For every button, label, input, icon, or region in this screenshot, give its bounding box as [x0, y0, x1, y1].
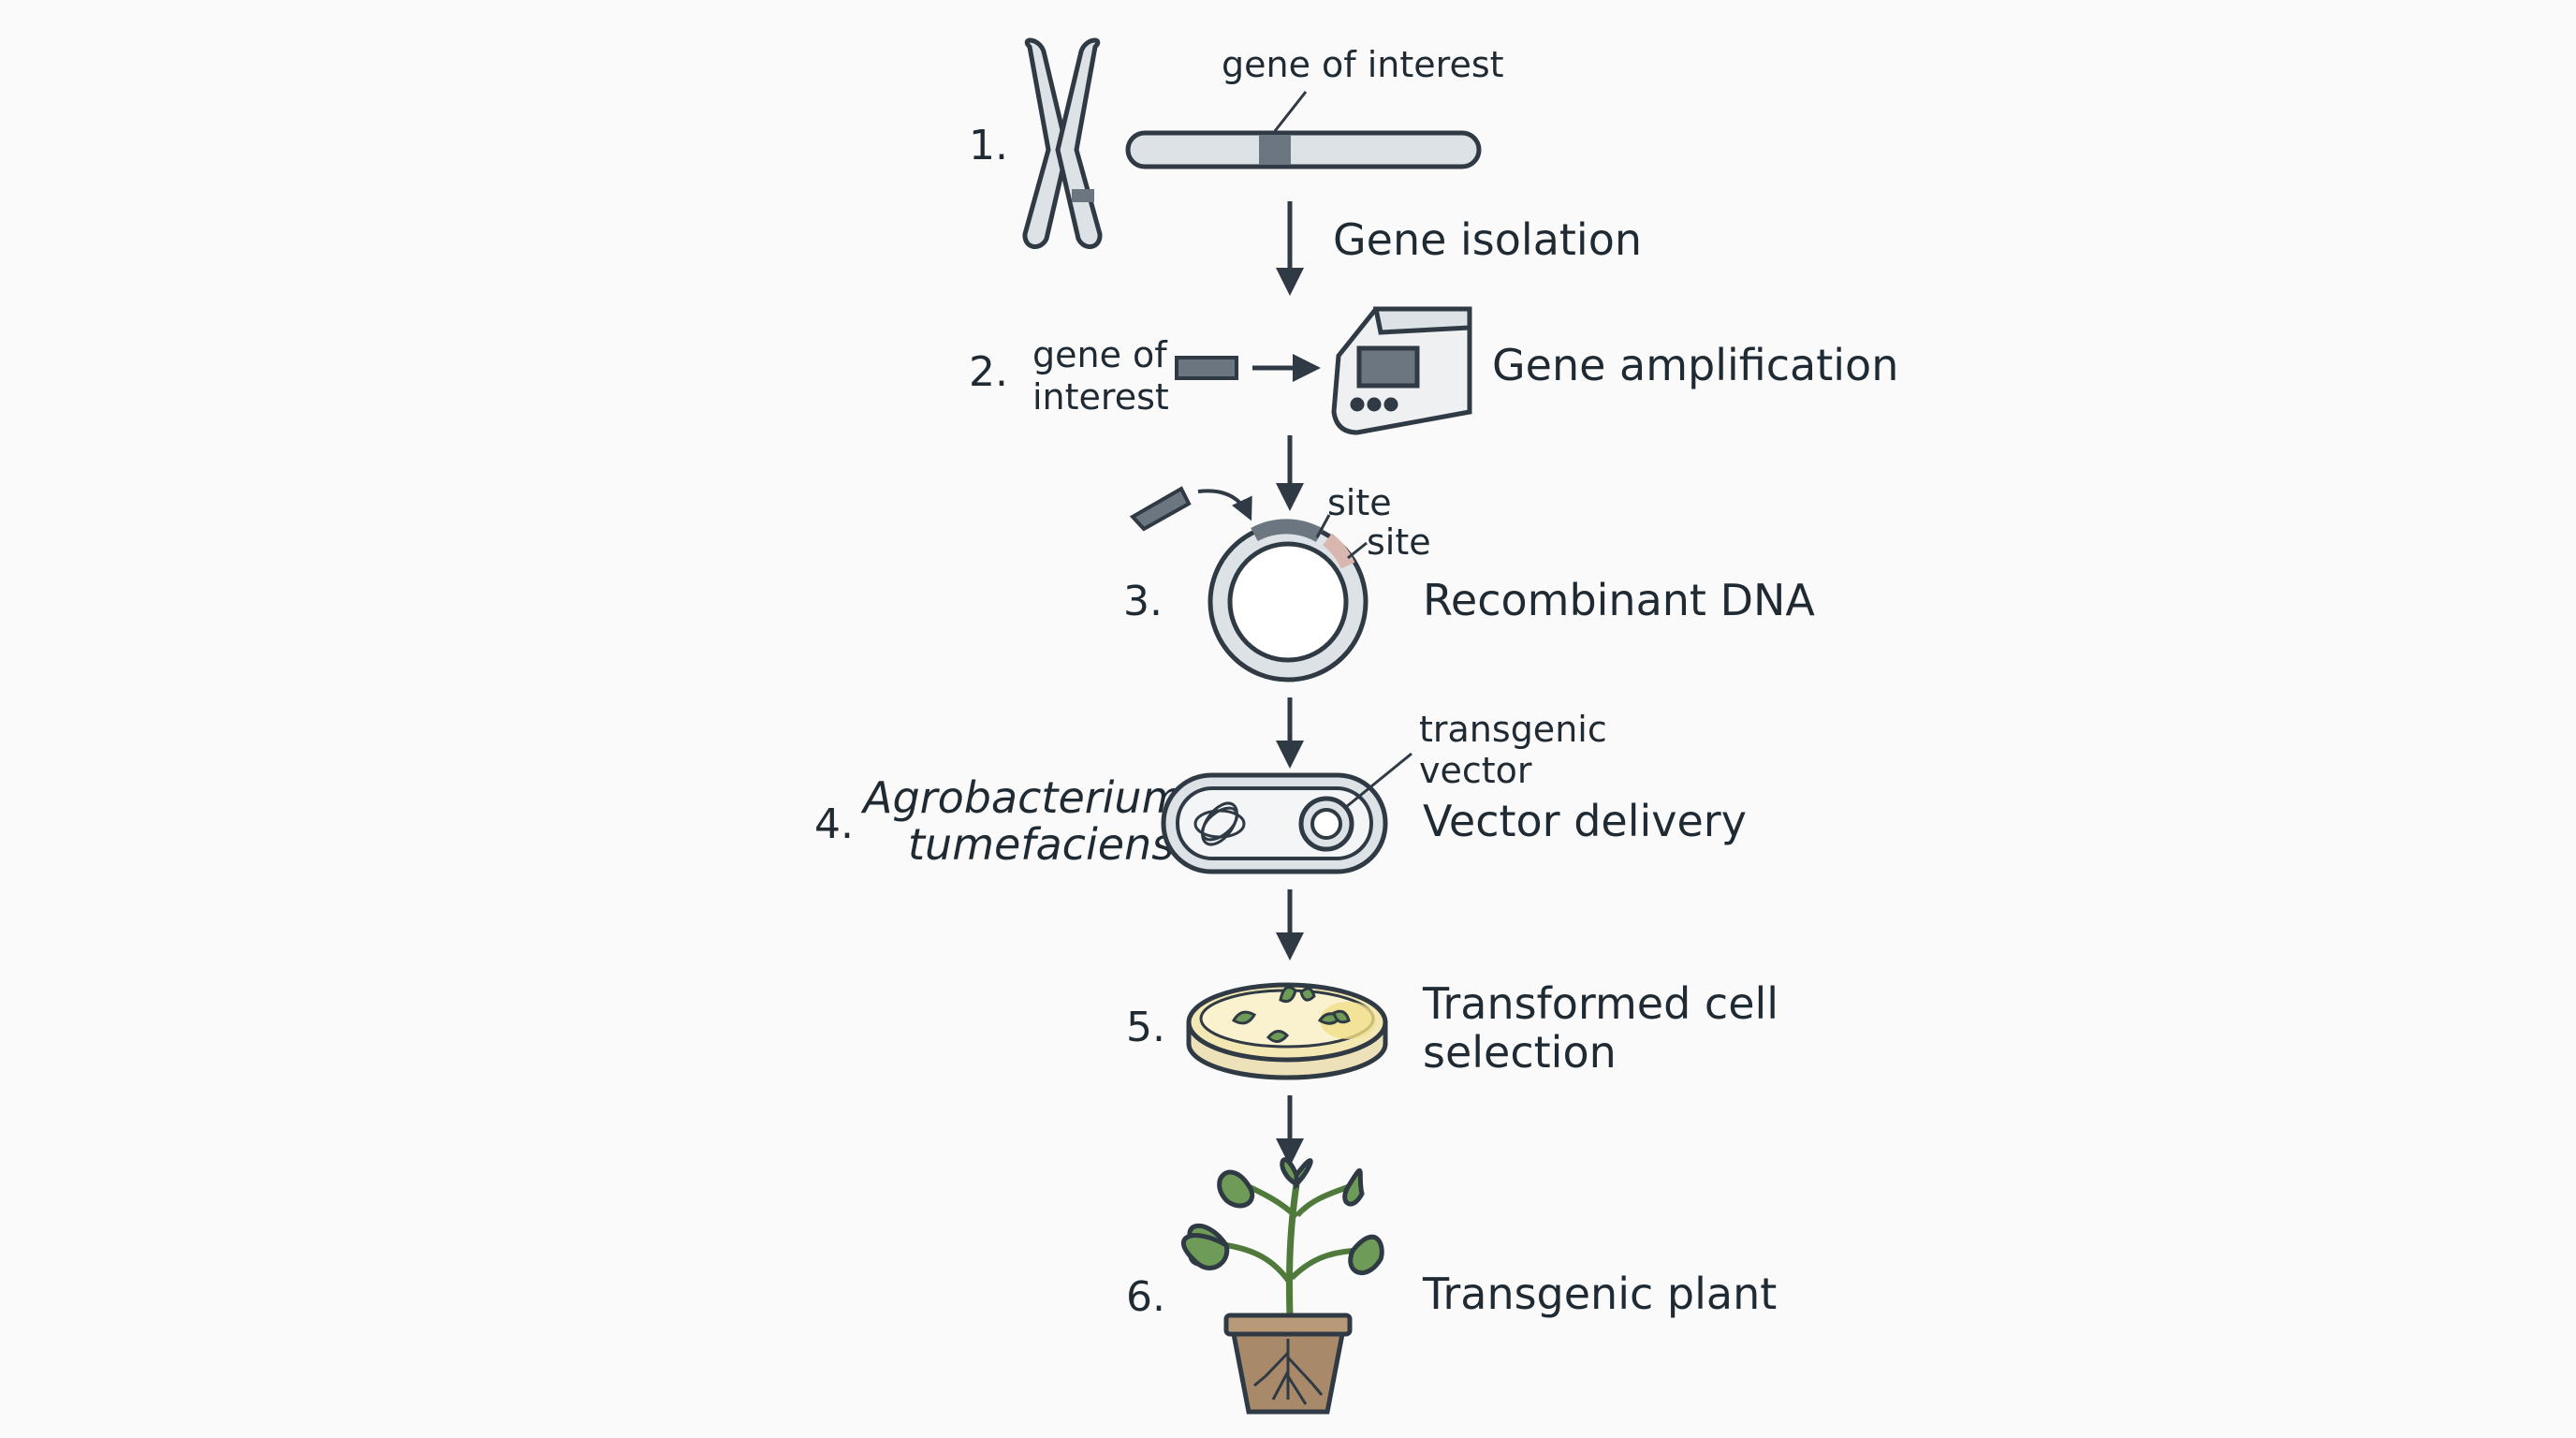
plasmid-icon [1208, 514, 1368, 682]
insert-arrow [1197, 489, 1252, 521]
gene-insert-icon [1129, 486, 1192, 532]
step-1-number: 1. [969, 122, 1008, 169]
bacterium-icon [1161, 752, 1412, 874]
transgenic-vector-callout-line2: vector [1419, 750, 1532, 791]
site-label-1: site [1327, 482, 1392, 523]
potted-plant-icon [1181, 1157, 1384, 1415]
step-4-label: Vector delivery [1423, 796, 1747, 846]
petri-dish-icon [1186, 982, 1388, 1080]
dna-strand-icon [1125, 91, 1482, 169]
chromosome-icon [1022, 37, 1103, 249]
step-2-label: Gene amplification [1492, 340, 1898, 390]
organism-name-line2: tumefaciens [908, 819, 1174, 870]
step-2-side-label-line1: gene of [1032, 334, 1168, 375]
organism-name-line1: Agrobacterium [860, 772, 1183, 823]
step-2-number: 2. [969, 348, 1008, 396]
step-3-number: 3. [1123, 578, 1163, 625]
step-6-number: 6. [1126, 1273, 1165, 1321]
gene-fragment-icon [1175, 356, 1238, 380]
step-4-number: 4. [814, 800, 854, 848]
step-5-label-line1: Transformed cell [1422, 978, 1778, 1029]
step-6-label: Transgenic plant [1422, 1269, 1777, 1319]
thermal-cycler-icon [1331, 306, 1472, 435]
gene-of-interest-callout: gene of interest [1222, 44, 1504, 85]
step-3-label: Recombinant DNA [1423, 575, 1815, 625]
step-5-number: 5. [1126, 1004, 1165, 1051]
step-5-label-line2: selection [1423, 1027, 1617, 1078]
site-label-2: site [1367, 521, 1431, 563]
transgenic-vector-callout-line1: transgenic [1419, 709, 1607, 750]
step-1-label: Gene isolation [1333, 214, 1642, 265]
step-2-side-label-line2: interest [1032, 376, 1169, 418]
